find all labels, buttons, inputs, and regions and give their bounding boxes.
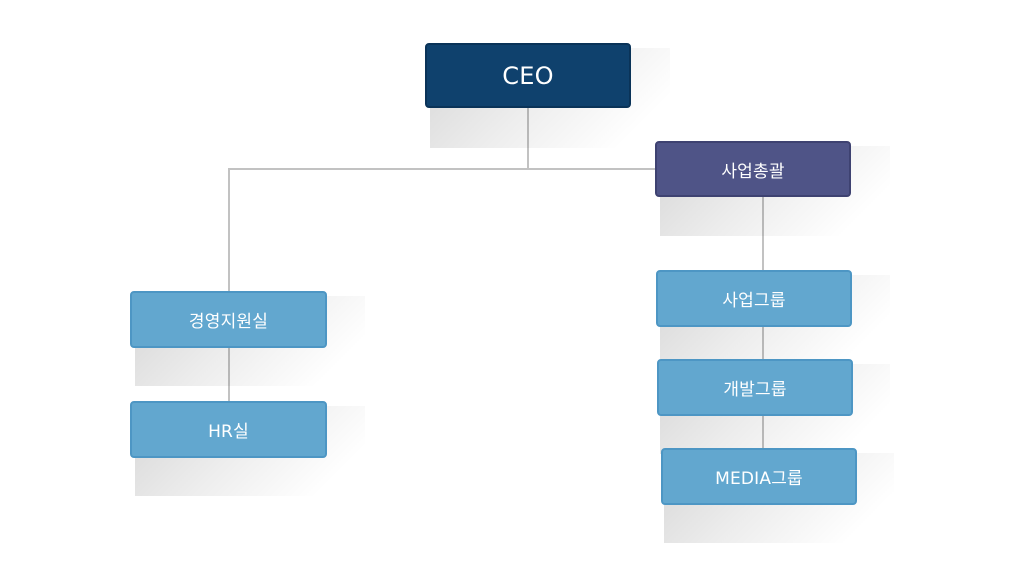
connector-horizontal [228,168,658,170]
node-label: CEO [502,61,554,90]
connector-support-hr [228,347,230,403]
node-business-group[interactable]: 사업그룹 [656,270,852,327]
node-dev-group[interactable]: 개발그룹 [657,359,853,416]
node-hr[interactable]: HR실 [130,401,327,458]
node-label: 경영지원실 [188,312,269,332]
node-business-head[interactable]: 사업총괄 [655,141,851,197]
node-media-group[interactable]: MEDIA그룹 [661,448,857,505]
node-label: HR실 [208,422,249,442]
node-label: MEDIA그룹 [715,469,803,489]
connector-left-down [228,168,230,292]
node-ceo[interactable]: CEO [425,43,631,108]
node-label: 개발그룹 [723,380,787,400]
node-label: 사업그룹 [722,291,786,311]
connector-ceo-down [527,106,529,170]
node-management-support[interactable]: 경영지원실 [130,291,327,348]
node-label: 사업총괄 [721,161,785,182]
